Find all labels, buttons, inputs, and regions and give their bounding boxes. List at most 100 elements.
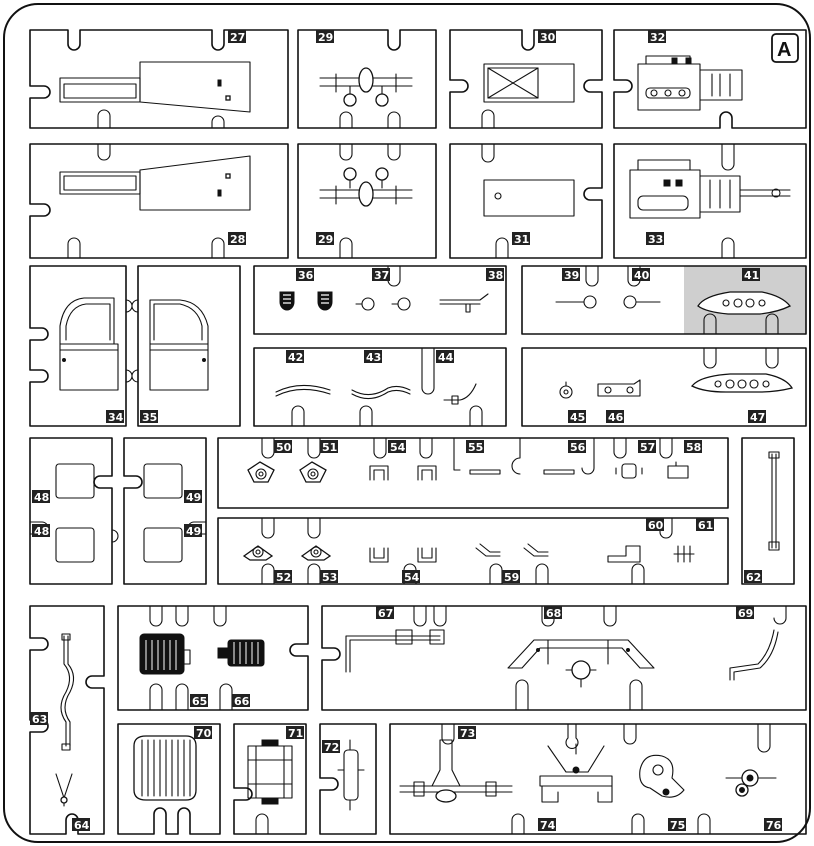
part-label-28[interactable]: 28 bbox=[228, 232, 246, 246]
svg-text:43: 43 bbox=[366, 351, 381, 364]
svg-text:66: 66 bbox=[234, 695, 250, 708]
svg-text:29: 29 bbox=[318, 233, 333, 246]
svg-text:40: 40 bbox=[634, 269, 650, 282]
svg-text:44: 44 bbox=[438, 351, 454, 364]
svg-text:54: 54 bbox=[404, 571, 420, 584]
svg-text:72: 72 bbox=[324, 741, 339, 754]
part-label-49-bottom[interactable]: 49 bbox=[184, 524, 202, 538]
part-label-56[interactable]: 56 bbox=[568, 440, 586, 454]
part-label-73[interactable]: 73 bbox=[458, 726, 476, 740]
part-label-52[interactable]: 52 bbox=[274, 570, 292, 584]
svg-text:35: 35 bbox=[142, 411, 157, 424]
part-label-66[interactable]: 66 bbox=[232, 694, 250, 708]
svg-text:68: 68 bbox=[546, 607, 561, 620]
svg-text:27: 27 bbox=[230, 31, 245, 44]
part-label-70[interactable]: 70 bbox=[194, 726, 212, 740]
part-label-57[interactable]: 57 bbox=[638, 440, 656, 454]
part-label-39[interactable]: 39 bbox=[562, 268, 580, 282]
part-label-55[interactable]: 55 bbox=[466, 440, 484, 454]
part-label-62[interactable]: 62 bbox=[744, 570, 762, 584]
part-label-69[interactable]: 69 bbox=[736, 606, 754, 620]
part-label-71[interactable]: 71 bbox=[286, 726, 304, 740]
svg-text:69: 69 bbox=[738, 607, 753, 620]
part-label-35[interactable]: 35 bbox=[140, 410, 158, 424]
svg-text:60: 60 bbox=[648, 519, 664, 532]
panel-65-66 bbox=[117, 605, 309, 711]
part-label-68[interactable]: 68 bbox=[544, 606, 562, 620]
svg-text:37: 37 bbox=[374, 269, 389, 282]
svg-text:76: 76 bbox=[766, 819, 782, 832]
part-label-75[interactable]: 75 bbox=[668, 818, 686, 832]
part-label-29-bottom[interactable]: 29 bbox=[316, 232, 334, 246]
part-number-labels: 27 28 29 29 30 31 32 33 34 35 36 37 38 3… bbox=[30, 30, 782, 832]
svg-text:62: 62 bbox=[746, 571, 761, 584]
panel-70 bbox=[117, 723, 221, 835]
part-label-48-top[interactable]: 48 bbox=[32, 490, 50, 504]
svg-text:34: 34 bbox=[108, 411, 124, 424]
svg-text:67: 67 bbox=[378, 607, 393, 620]
svg-text:63: 63 bbox=[32, 713, 47, 726]
part-label-63[interactable]: 63 bbox=[30, 712, 48, 726]
svg-text:49: 49 bbox=[186, 491, 201, 504]
svg-text:42: 42 bbox=[288, 351, 303, 364]
svg-text:51: 51 bbox=[322, 441, 337, 454]
part-label-32[interactable]: 32 bbox=[648, 30, 666, 44]
svg-text:55: 55 bbox=[468, 441, 483, 454]
svg-text:28: 28 bbox=[230, 233, 245, 246]
svg-text:70: 70 bbox=[196, 727, 212, 740]
part-label-74[interactable]: 74 bbox=[538, 818, 556, 832]
part-label-48-bottom[interactable]: 48 bbox=[32, 524, 50, 538]
part-label-53[interactable]: 53 bbox=[320, 570, 338, 584]
svg-text:46: 46 bbox=[608, 411, 624, 424]
part-label-45[interactable]: 45 bbox=[568, 410, 586, 424]
part-label-67[interactable]: 67 bbox=[376, 606, 394, 620]
part-label-27[interactable]: 27 bbox=[228, 30, 246, 44]
svg-text:65: 65 bbox=[192, 695, 207, 708]
svg-text:33: 33 bbox=[648, 233, 663, 246]
svg-text:52: 52 bbox=[276, 571, 291, 584]
part-label-51[interactable]: 51 bbox=[320, 440, 338, 454]
part-label-41[interactable]: 41 bbox=[742, 268, 760, 282]
svg-text:74: 74 bbox=[540, 819, 556, 832]
panel-36-38 bbox=[253, 265, 507, 335]
panel-62 bbox=[741, 437, 795, 585]
svg-text:53: 53 bbox=[322, 571, 337, 584]
part-label-43[interactable]: 43 bbox=[364, 350, 382, 364]
part-label-29-top[interactable]: 29 bbox=[316, 30, 334, 44]
part-label-64[interactable]: 64 bbox=[72, 818, 90, 832]
part-label-37[interactable]: 37 bbox=[372, 268, 390, 282]
panel-48-49 bbox=[29, 437, 207, 585]
panel-30-31 bbox=[449, 29, 603, 259]
part-label-33[interactable]: 33 bbox=[646, 232, 664, 246]
part-label-50[interactable]: 50 bbox=[274, 440, 292, 454]
part-label-44[interactable]: 44 bbox=[436, 350, 454, 364]
part-label-59[interactable]: 59 bbox=[502, 570, 520, 584]
part-label-54-top[interactable]: 54 bbox=[388, 440, 406, 454]
svg-text:38: 38 bbox=[488, 269, 503, 282]
svg-text:57: 57 bbox=[640, 441, 655, 454]
part-label-30[interactable]: 30 bbox=[538, 30, 556, 44]
panel-27-28 bbox=[29, 29, 289, 259]
part-label-58[interactable]: 58 bbox=[684, 440, 702, 454]
part-label-47[interactable]: 47 bbox=[748, 410, 766, 424]
part-label-72[interactable]: 72 bbox=[322, 740, 340, 754]
panel-34-35 bbox=[29, 265, 241, 427]
part-label-49-top[interactable]: 49 bbox=[184, 490, 202, 504]
svg-text:58: 58 bbox=[686, 441, 701, 454]
part-label-46[interactable]: 46 bbox=[606, 410, 624, 424]
svg-text:29: 29 bbox=[318, 31, 333, 44]
part-label-76[interactable]: 76 bbox=[764, 818, 782, 832]
part-label-31[interactable]: 31 bbox=[512, 232, 530, 246]
part-label-65[interactable]: 65 bbox=[190, 694, 208, 708]
part-label-60[interactable]: 60 bbox=[646, 518, 664, 532]
part-label-61[interactable]: 61 bbox=[696, 518, 714, 532]
sprue-letter: A bbox=[777, 39, 791, 61]
part-label-38[interactable]: 38 bbox=[486, 268, 504, 282]
part-label-40[interactable]: 40 bbox=[632, 268, 650, 282]
part-label-42[interactable]: 42 bbox=[286, 350, 304, 364]
part-label-36[interactable]: 36 bbox=[296, 268, 314, 282]
part-label-54-bottom[interactable]: 54 bbox=[402, 570, 420, 584]
part-label-34[interactable]: 34 bbox=[106, 410, 124, 424]
sprue-frame bbox=[3, 3, 811, 843]
